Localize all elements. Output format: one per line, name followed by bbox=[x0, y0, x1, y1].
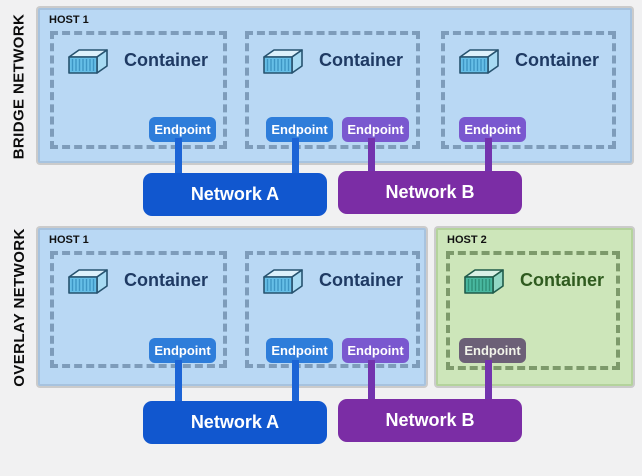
endpoint-badge-network-a: Endpoint bbox=[149, 338, 216, 363]
overlay-section-label: OVERLAY NETWORK bbox=[0, 227, 38, 387]
connector-line-blue bbox=[292, 360, 299, 404]
endpoint-badge-network-b: Endpoint bbox=[342, 338, 409, 363]
overlay-network-b-box: Network B bbox=[338, 399, 522, 442]
endpoint-badge-network-b: Endpoint bbox=[459, 117, 526, 142]
bridge-container-3: Container Endpoint bbox=[441, 31, 616, 149]
connector-line-purple bbox=[485, 138, 492, 174]
endpoint-badge-network-b: Endpoint bbox=[459, 338, 526, 363]
overlay-network-a-box: Network A bbox=[143, 401, 327, 444]
overlay-section-label-text: OVERLAY NETWORK bbox=[10, 227, 28, 387]
overlay-host2-box: HOST 2 Container Endpoint bbox=[436, 228, 633, 386]
bridge-container-1: Container Endpoint bbox=[50, 31, 227, 149]
container-label: Container bbox=[520, 270, 605, 290]
bridge-container-2: Container Endpoint Endpoint bbox=[245, 31, 420, 149]
container-icon bbox=[263, 49, 303, 74]
container-label: Container bbox=[124, 270, 209, 290]
endpoint-badge-network-a: Endpoint bbox=[149, 117, 216, 142]
container-label: Container bbox=[515, 50, 600, 70]
overlay-host2-container: Container Endpoint bbox=[446, 251, 620, 370]
container-icon bbox=[68, 269, 108, 294]
connector-line-purple bbox=[485, 360, 492, 402]
connector-line-blue bbox=[175, 360, 182, 404]
container-icon bbox=[68, 49, 108, 74]
endpoint-badge-network-a: Endpoint bbox=[266, 117, 333, 142]
container-icon bbox=[464, 269, 504, 294]
overlay-container-2: Container Endpoint Endpoint bbox=[245, 251, 420, 368]
bridge-section-label: BRIDGE NETWORK bbox=[0, 8, 38, 164]
connector-line-purple bbox=[368, 360, 375, 402]
container-label: Container bbox=[124, 50, 209, 70]
container-icon bbox=[459, 49, 499, 74]
endpoint-badge-network-b: Endpoint bbox=[342, 117, 409, 142]
connector-line-blue bbox=[292, 138, 299, 176]
overlay-container-1: Container Endpoint bbox=[50, 251, 227, 368]
bridge-network-b-box: Network B bbox=[338, 171, 522, 214]
connector-line-blue bbox=[175, 138, 182, 176]
bridge-network-a-box: Network A bbox=[143, 173, 327, 216]
bridge-section-label-text: BRIDGE NETWORK bbox=[10, 13, 28, 159]
bridge-host1-box: HOST 1 Container Endpoint Container Endp… bbox=[38, 8, 632, 163]
container-label: Container bbox=[319, 270, 404, 290]
overlay-host1-box: HOST 1 Container Endpoint Container Endp… bbox=[38, 228, 426, 386]
container-icon bbox=[263, 269, 303, 294]
endpoint-badge-network-a: Endpoint bbox=[266, 338, 333, 363]
overlay-host1-label: HOST 1 bbox=[49, 234, 89, 246]
connector-line-purple bbox=[368, 138, 375, 174]
container-label: Container bbox=[319, 50, 404, 70]
bridge-host1-label: HOST 1 bbox=[49, 14, 89, 26]
overlay-host2-label: HOST 2 bbox=[447, 234, 487, 246]
